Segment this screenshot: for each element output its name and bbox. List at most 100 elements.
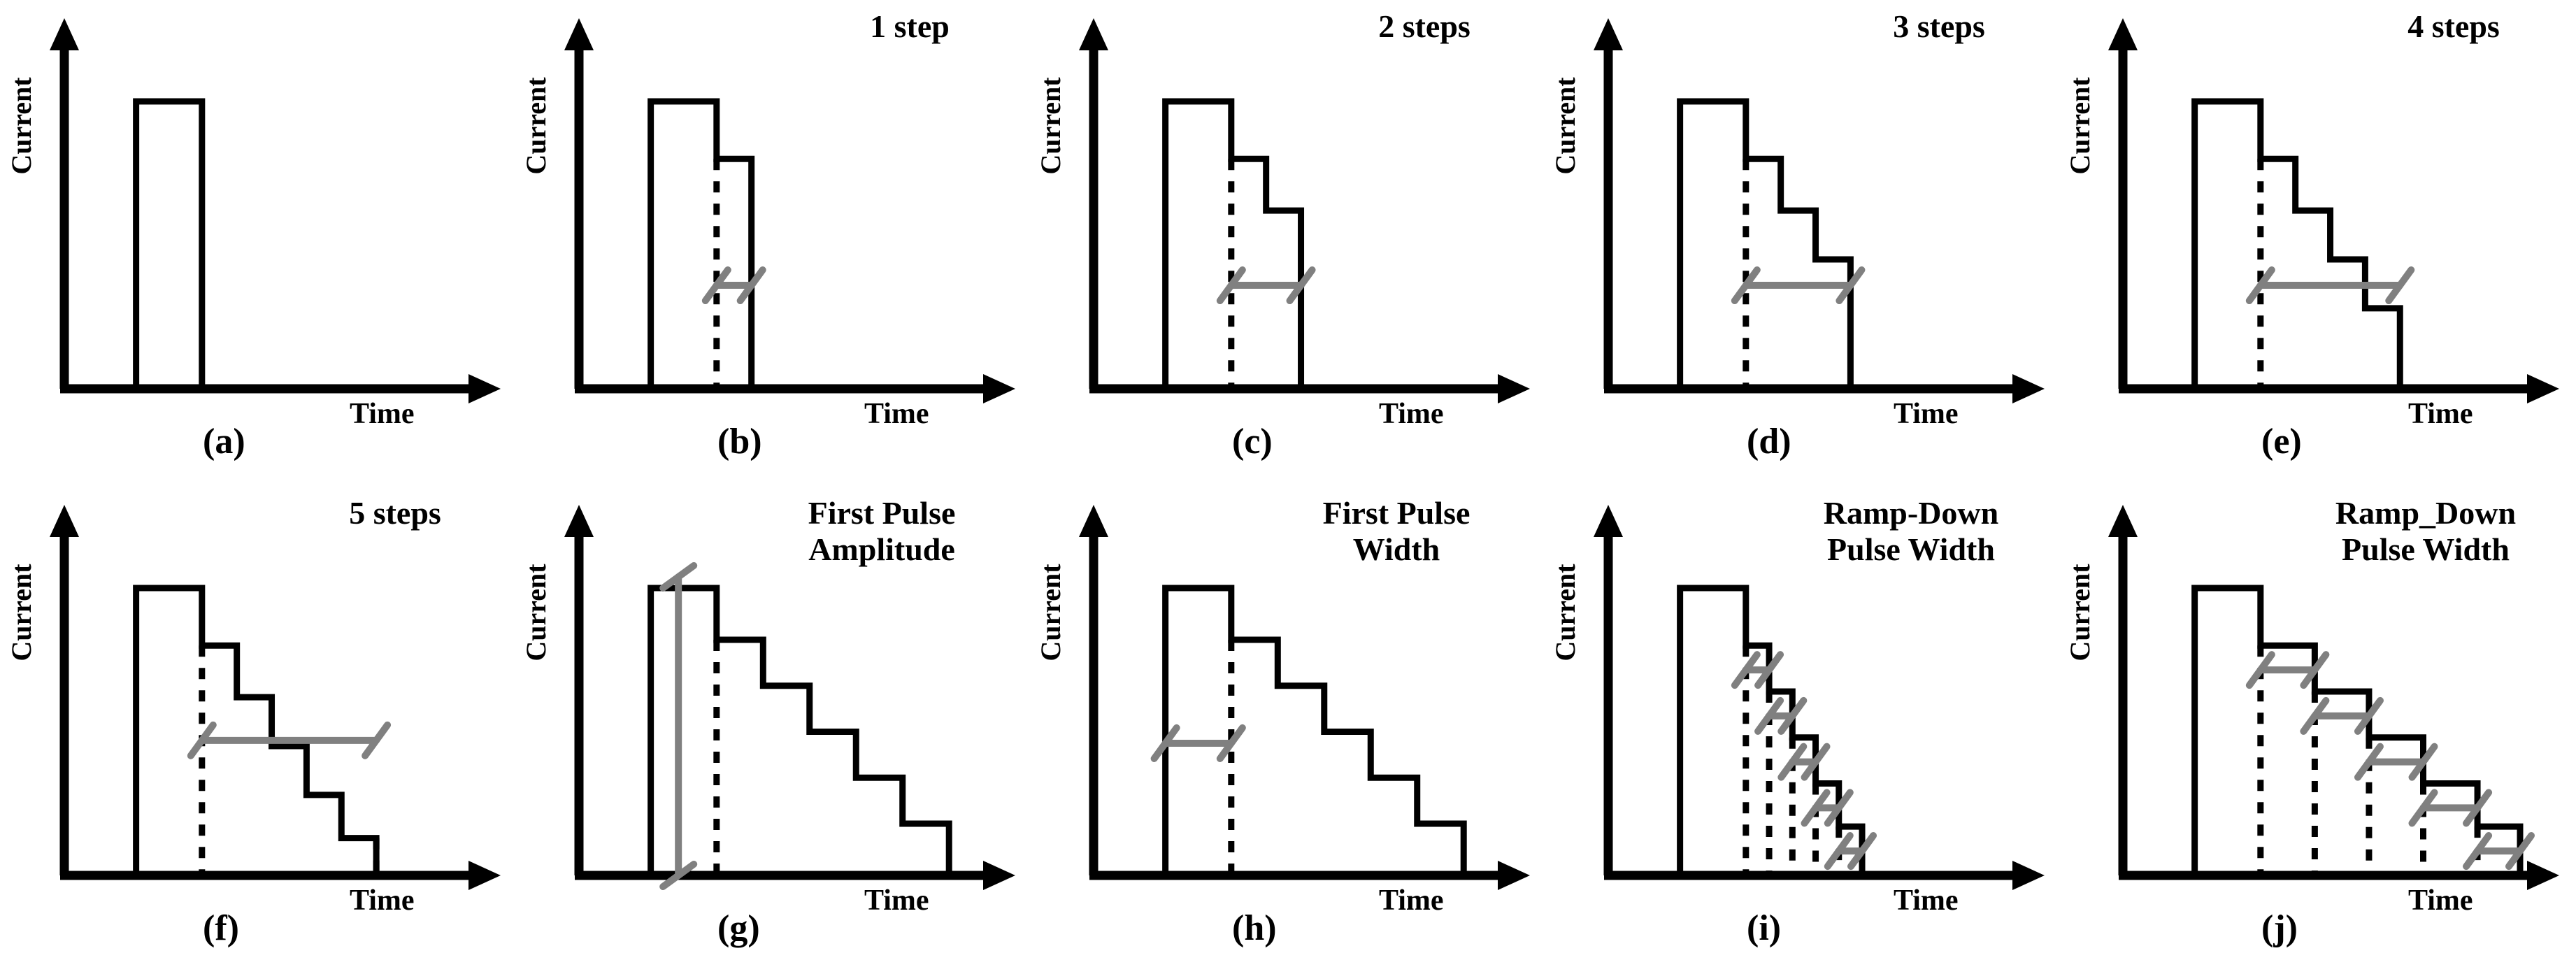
x-axis-label: Time <box>350 398 415 430</box>
x-axis-arrowhead <box>2527 374 2559 403</box>
x-axis-label: Time <box>1894 398 1959 430</box>
ramp-down-pulse-width-annotation <box>1731 651 1784 689</box>
x-axis-arrowhead <box>983 861 1015 890</box>
panel-label-j: (j) <box>2261 908 2298 948</box>
y-axis-label: Current <box>520 77 552 175</box>
y-axis-label: Current <box>5 77 37 175</box>
ramp-down-pulse-width-annotation <box>1801 789 1854 827</box>
axes <box>2108 505 2559 890</box>
waveform-trace <box>2191 98 2403 389</box>
x-axis-label: Time <box>864 885 929 917</box>
x-axis-arrowhead <box>983 374 1015 403</box>
waveform-trace <box>1677 98 1854 389</box>
y-axis-arrowhead <box>564 18 594 50</box>
x-axis-label: Time <box>1379 885 1444 917</box>
axes <box>1594 505 2045 890</box>
x-axis-label: Time <box>1379 398 1444 430</box>
y-axis-arrowhead <box>1594 18 1623 50</box>
x-axis-arrowhead <box>2012 374 2045 403</box>
y-axis-arrowhead <box>1079 18 1108 50</box>
x-axis-arrowhead <box>468 861 501 890</box>
panel-label-g: (g) <box>717 908 760 948</box>
panel-label-b: (b) <box>717 422 762 461</box>
y-axis-label: Current <box>2063 564 2096 661</box>
ramp-down-pulse-width-annotation <box>2245 651 2330 689</box>
y-axis-arrowhead <box>50 18 79 50</box>
y-axis-arrowhead <box>2108 505 2138 537</box>
y-axis-label: Current <box>1034 77 1066 175</box>
panel-note-c: 2 steps <box>1378 8 1471 44</box>
ramp-down-width-annotation <box>187 721 392 759</box>
panel-label-e: (e) <box>2261 422 2302 461</box>
panel-label-i: (i) <box>1747 908 1782 948</box>
panel-label-d: (d) <box>1747 422 1791 461</box>
axes <box>50 505 501 890</box>
axes <box>564 505 1015 890</box>
first-pulse-width-annotation <box>1150 724 1246 762</box>
panel-label-a: (a) <box>203 422 245 461</box>
panel-label-h: (h) <box>1232 908 1277 948</box>
axes <box>50 18 501 403</box>
axes <box>1594 18 2045 403</box>
ramp-down-pulse-width-annotation <box>2300 696 2384 735</box>
ramp-down-pulse-width-annotation <box>1777 743 1831 781</box>
ramp-down-width-annotation <box>2245 266 2415 305</box>
y-axis-label: Current <box>2063 77 2096 175</box>
y-axis-arrowhead <box>2108 18 2138 50</box>
x-axis-arrowhead <box>1498 374 1530 403</box>
y-axis-arrowhead <box>1079 505 1108 537</box>
x-axis-arrowhead <box>468 374 501 403</box>
panel-note-h: First Pulse Width <box>1322 495 1471 567</box>
ramp-down-pulse-width-annotation <box>1824 832 1877 871</box>
waveform-trace <box>133 585 380 875</box>
waveform-trace <box>647 585 952 875</box>
ramp-down-width-annotation <box>701 266 766 305</box>
x-axis-label: Time <box>1894 885 1959 917</box>
axes <box>1079 505 1530 890</box>
ramp-down-pulse-width-annotation <box>2408 789 2493 827</box>
panel-note-e: 4 steps <box>2407 8 2500 44</box>
x-axis-arrowhead <box>2012 861 2045 890</box>
y-axis-arrowhead <box>564 505 594 537</box>
panel-label-f: (f) <box>203 908 239 948</box>
panel-label-c: (c) <box>1232 422 1273 461</box>
x-axis-label: Time <box>350 885 415 917</box>
panel-note-b: 1 step <box>870 8 950 44</box>
x-axis-arrowhead <box>2527 861 2559 890</box>
y-axis-arrowhead <box>1594 505 1623 537</box>
y-axis-label: Current <box>1034 564 1066 661</box>
waveform-trace <box>1162 585 1467 875</box>
ramp-down-width-annotation <box>1731 266 1866 305</box>
axes <box>1079 18 1530 403</box>
y-axis-label: Current <box>5 564 37 661</box>
waveform-trace <box>647 98 755 389</box>
ramp-down-width-annotation <box>1216 266 1316 305</box>
y-axis-label: Current <box>1549 77 1581 175</box>
panel-note-d: 3 steps <box>1893 8 1985 44</box>
waveform-trace <box>133 98 206 389</box>
y-axis-label: Current <box>520 564 552 661</box>
x-axis-label: Time <box>864 398 929 430</box>
y-axis-arrowhead <box>50 505 79 537</box>
waveform-trace <box>1162 98 1305 389</box>
axes <box>564 18 1015 403</box>
panel-note-i: Ramp-Down Pulse Width <box>1823 495 1999 567</box>
panel-note-j: Ramp_Down Pulse Width <box>2335 495 2517 567</box>
panel-note-f: 5 steps <box>349 495 441 531</box>
x-axis-label: Time <box>2408 885 2473 917</box>
y-axis-label: Current <box>1549 564 1581 661</box>
x-axis-arrowhead <box>1498 861 1530 890</box>
axes <box>2108 18 2559 403</box>
ramp-down-pulse-width-annotation <box>1754 696 1808 735</box>
